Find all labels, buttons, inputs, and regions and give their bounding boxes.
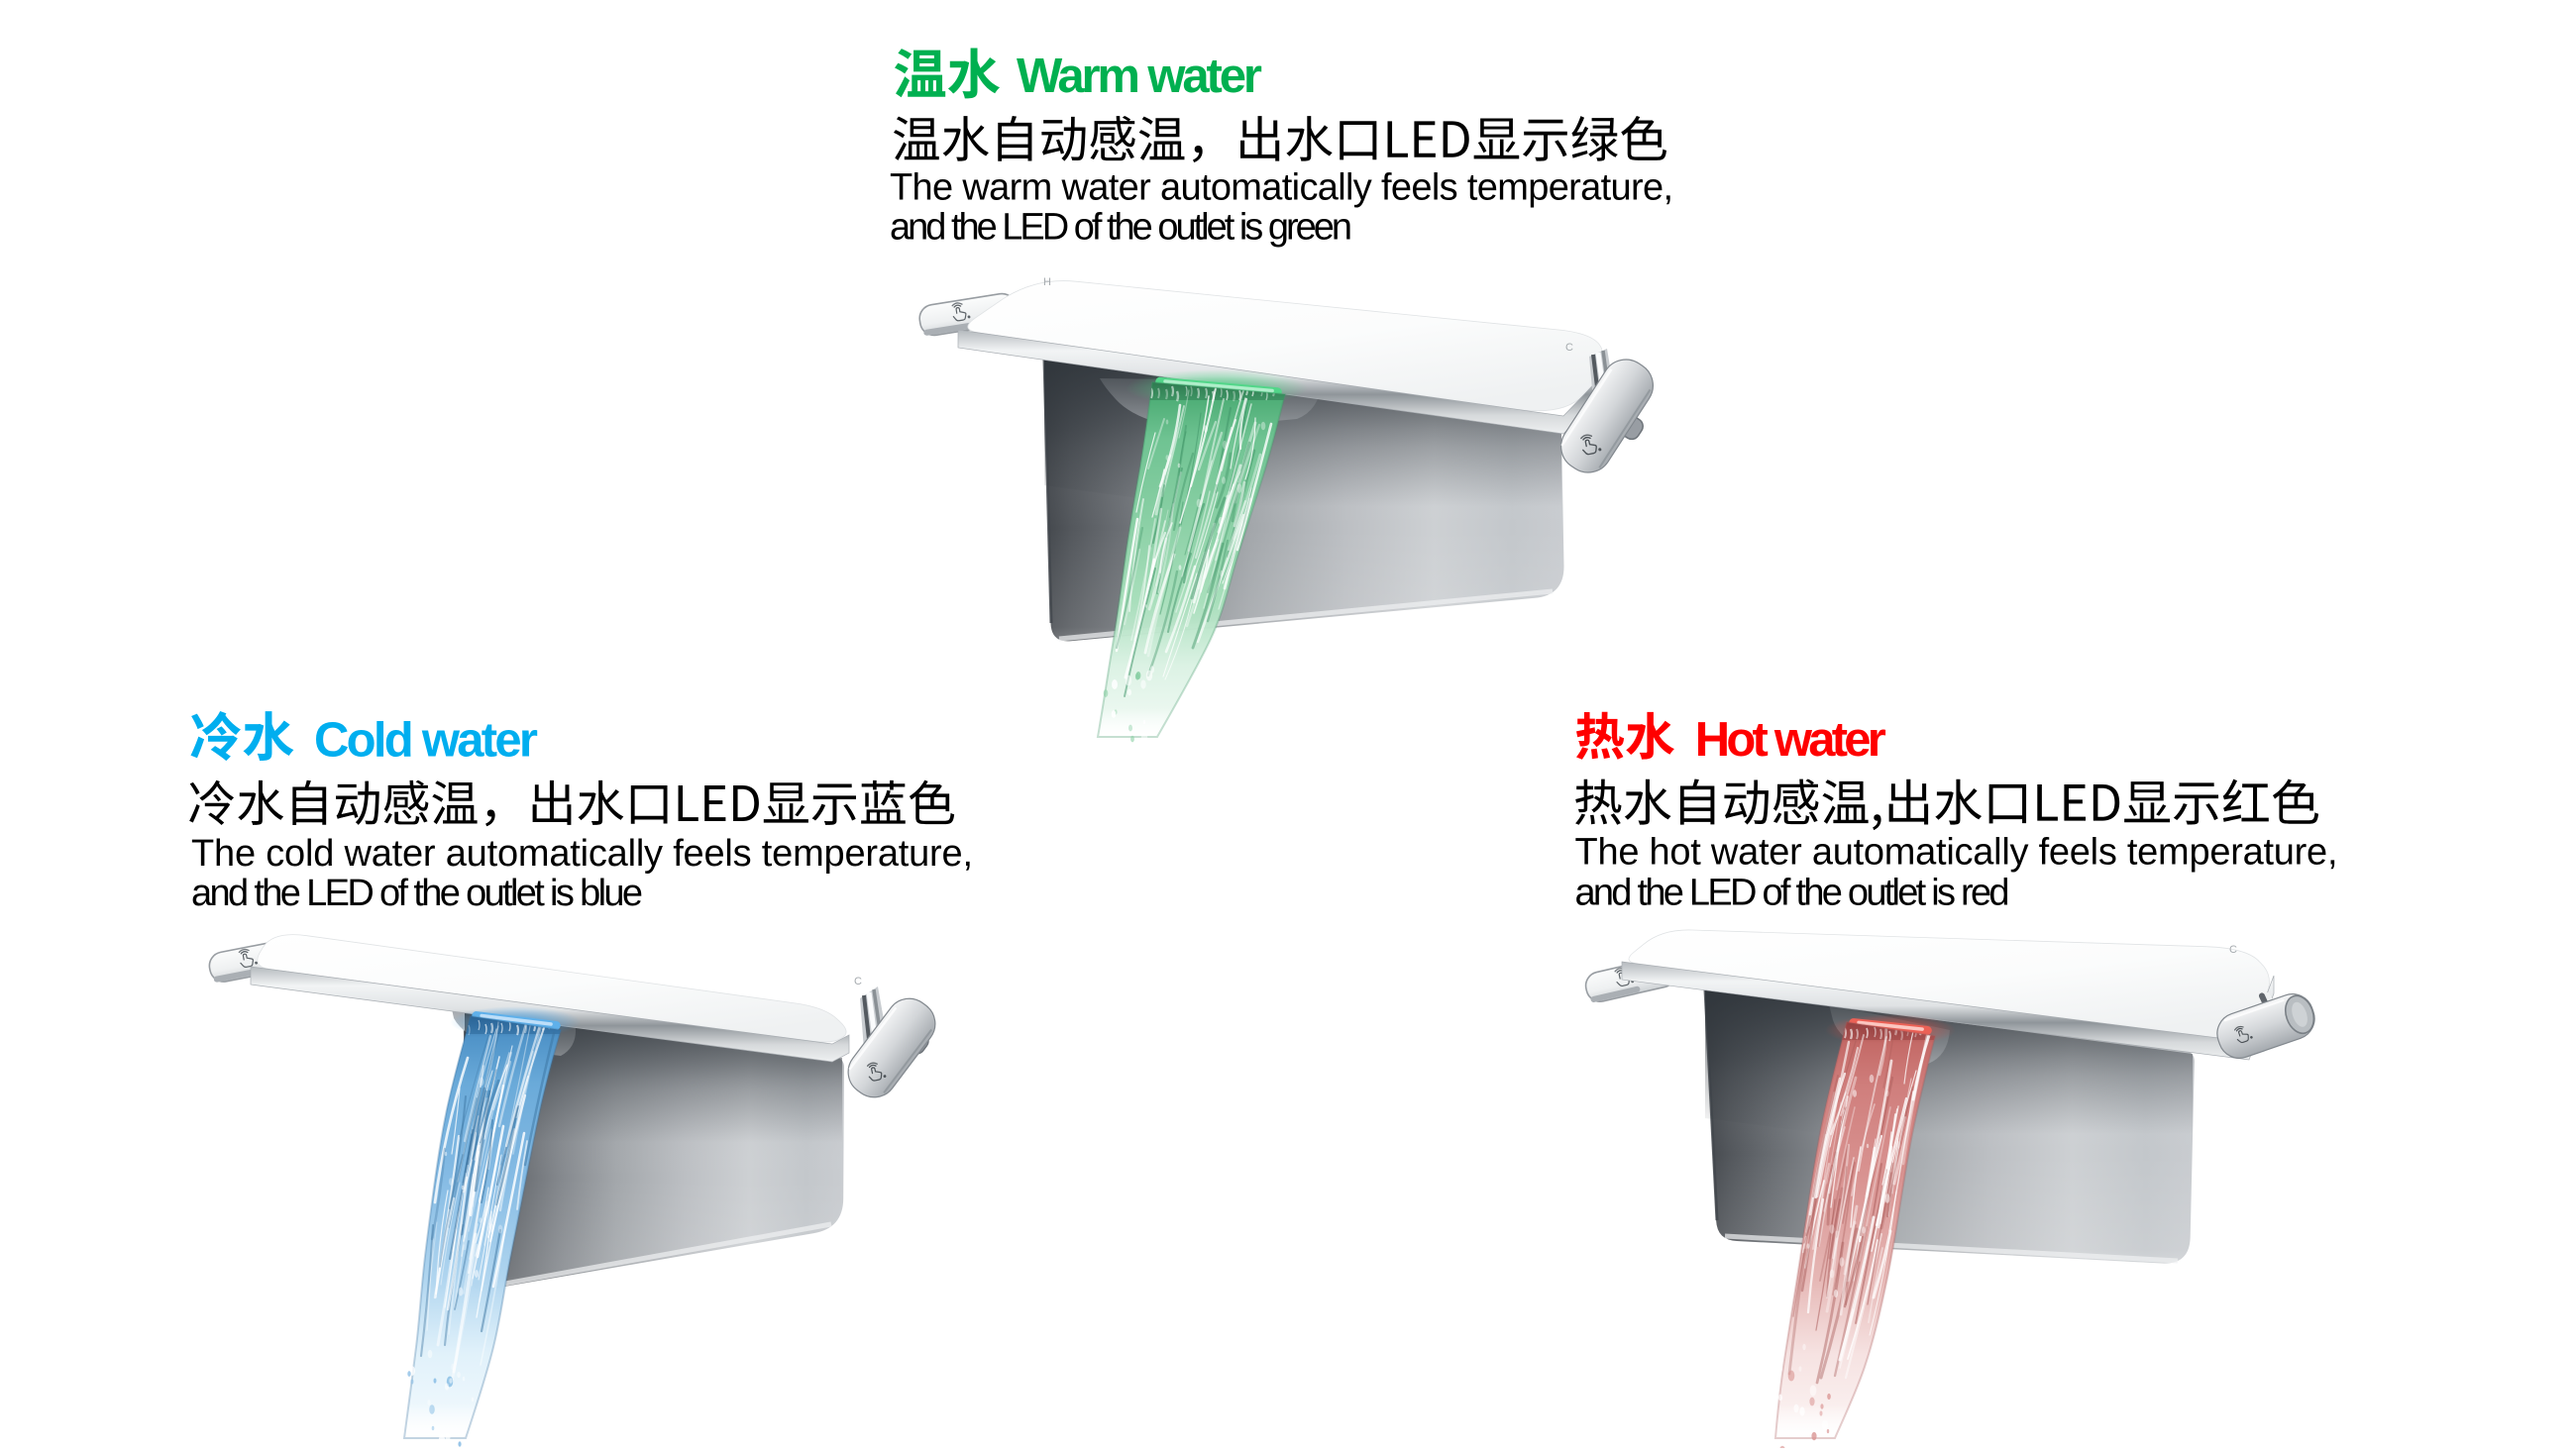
svg-text:H: H: [1043, 276, 1051, 288]
svg-text:The cold water automatically f: The cold water automatically feels tempe…: [191, 833, 973, 875]
svg-text:C: C: [1565, 342, 1573, 354]
svg-text:The warm water automatically f: The warm water automatically feels tempe…: [890, 166, 1673, 208]
svg-text:C: C: [2229, 944, 2237, 956]
svg-text:and the LED of the outlet is r: and the LED of the outlet is red: [1575, 873, 2010, 914]
svg-text:Warm water: Warm water: [1017, 50, 1262, 103]
svg-text:Cold water: Cold water: [314, 714, 538, 768]
svg-text:Hot water: Hot water: [1695, 713, 1886, 767]
svg-text:and the LED of the outlet is g: and the LED of the outlet is green: [890, 207, 1352, 249]
svg-text:The hot water automatically fe: The hot water automatically feels temper…: [1575, 832, 2338, 874]
svg-text:C: C: [854, 976, 862, 987]
svg-text:and the LED of the outlet is b: and the LED of the outlet is blue: [191, 873, 643, 914]
